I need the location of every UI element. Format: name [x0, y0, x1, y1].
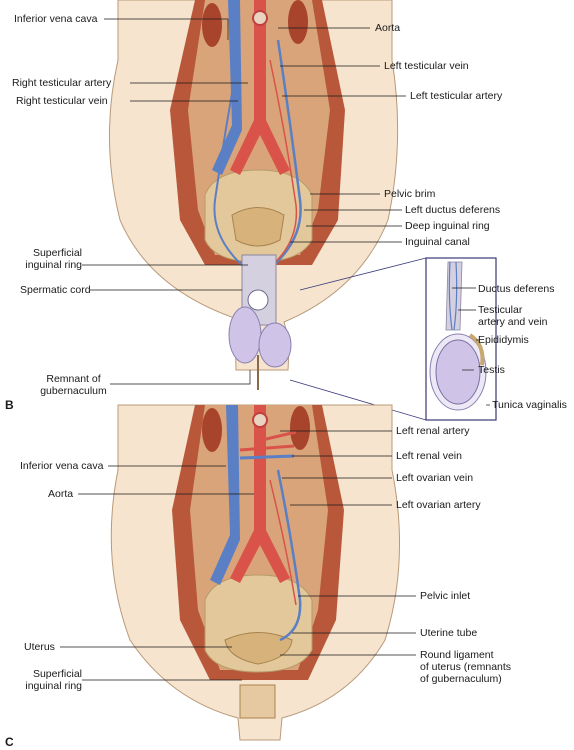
- male-illustration: [108, 0, 399, 390]
- label-aorta-female: Aorta: [48, 488, 74, 500]
- label-epididymis: Epididymis: [478, 334, 529, 346]
- label-right-testicular-vein: Right testicular vein: [16, 95, 108, 107]
- panel-label-b: B: [5, 398, 14, 412]
- label-inferior-vena-cava-male: Inferior vena cava: [14, 13, 98, 25]
- label-right-testicular-artery: Right testicular artery: [12, 77, 112, 89]
- label-round-ligament: Round ligament of uterus (remnants of gu…: [420, 649, 512, 685]
- label-uterine-tube: Uterine tube: [420, 627, 478, 639]
- label-spermatic-cord: Spermatic cord: [20, 284, 91, 296]
- label-tunica-vaginalis: Tunica vaginalis: [492, 399, 567, 411]
- label-pelvic-inlet: Pelvic inlet: [420, 590, 471, 602]
- left-testicular-vein-path: [267, 39, 302, 271]
- label-left-ovarian-artery: Left ovarian artery: [396, 499, 481, 511]
- inset-connector-bottom: [289, 379, 427, 421]
- female-aorta-section: [252, 412, 268, 428]
- label-superficial-inguinal-ring-male: Superficial inguinal ring: [25, 247, 82, 271]
- label-testis: Testis: [478, 364, 505, 376]
- label-left-testicular-vein: Left testicular vein: [384, 60, 469, 72]
- female-right-kidney: [202, 408, 222, 452]
- left-testicular-artery-path: [263, 59, 298, 273]
- inset-cord: [445, 261, 463, 331]
- inset-testis: [435, 339, 481, 405]
- male-bladder: [231, 207, 285, 247]
- female-illustration: [110, 404, 401, 741]
- leader-lines: [60, 18, 490, 681]
- label-left-ductus-deferens: Left ductus deferens: [405, 204, 501, 216]
- left-ovarian-artery-path: [269, 479, 297, 606]
- left-scrotum: [258, 322, 292, 368]
- female-aorta: [230, 405, 290, 583]
- male-ivc: [212, 0, 242, 175]
- label-superficial-inguinal-ring-female: Superficial inguinal ring: [25, 668, 82, 692]
- left-kidney: [288, 0, 308, 44]
- label-left-ovarian-vein: Left ovarian vein: [396, 472, 474, 484]
- label-left-renal-artery: Left renal artery: [396, 425, 470, 437]
- inset-vessels: [448, 261, 458, 331]
- inset-connector-top: [299, 257, 427, 291]
- aorta-section: [252, 10, 268, 26]
- panel-label-c: C: [5, 735, 14, 749]
- left-renal-vessels: [239, 430, 297, 452]
- right-scrotum: [228, 306, 262, 364]
- left-renal-vein-path: [239, 454, 295, 460]
- female-inguinal-ring: [239, 684, 276, 719]
- label-uterus: Uterus: [24, 641, 55, 653]
- label-left-testicular-artery: Left testicular artery: [410, 90, 503, 102]
- right-kidney: [202, 3, 222, 47]
- label-testicular-artery-and-vein: Testicular artery and vein: [478, 304, 548, 328]
- female-uterus: [224, 632, 293, 665]
- label-deep-inguinal-ring: Deep inguinal ring: [405, 220, 490, 232]
- label-aorta-male: Aorta: [375, 22, 401, 34]
- inset-epididymis: [468, 333, 485, 366]
- label-pelvic-brim: Pelvic brim: [384, 188, 436, 200]
- label-ductus-deferens: Ductus deferens: [478, 283, 555, 295]
- right-testicular-vessels-path: [213, 59, 251, 273]
- label-left-renal-vein: Left renal vein: [396, 450, 462, 462]
- left-ovarian-vessels: [276, 469, 302, 642]
- female-ivc: [210, 405, 240, 585]
- testis-inset: [289, 257, 497, 421]
- label-inguinal-canal: Inguinal canal: [405, 236, 470, 248]
- label-inferior-vena-cava-female: Inferior vena cava: [20, 460, 104, 472]
- cord-cross-section: [247, 289, 269, 311]
- label-remnant-of-gubernaculum: Remnant of gubernaculum: [40, 373, 107, 397]
- male-aorta: [230, 0, 290, 175]
- female-left-kidney: [290, 406, 310, 450]
